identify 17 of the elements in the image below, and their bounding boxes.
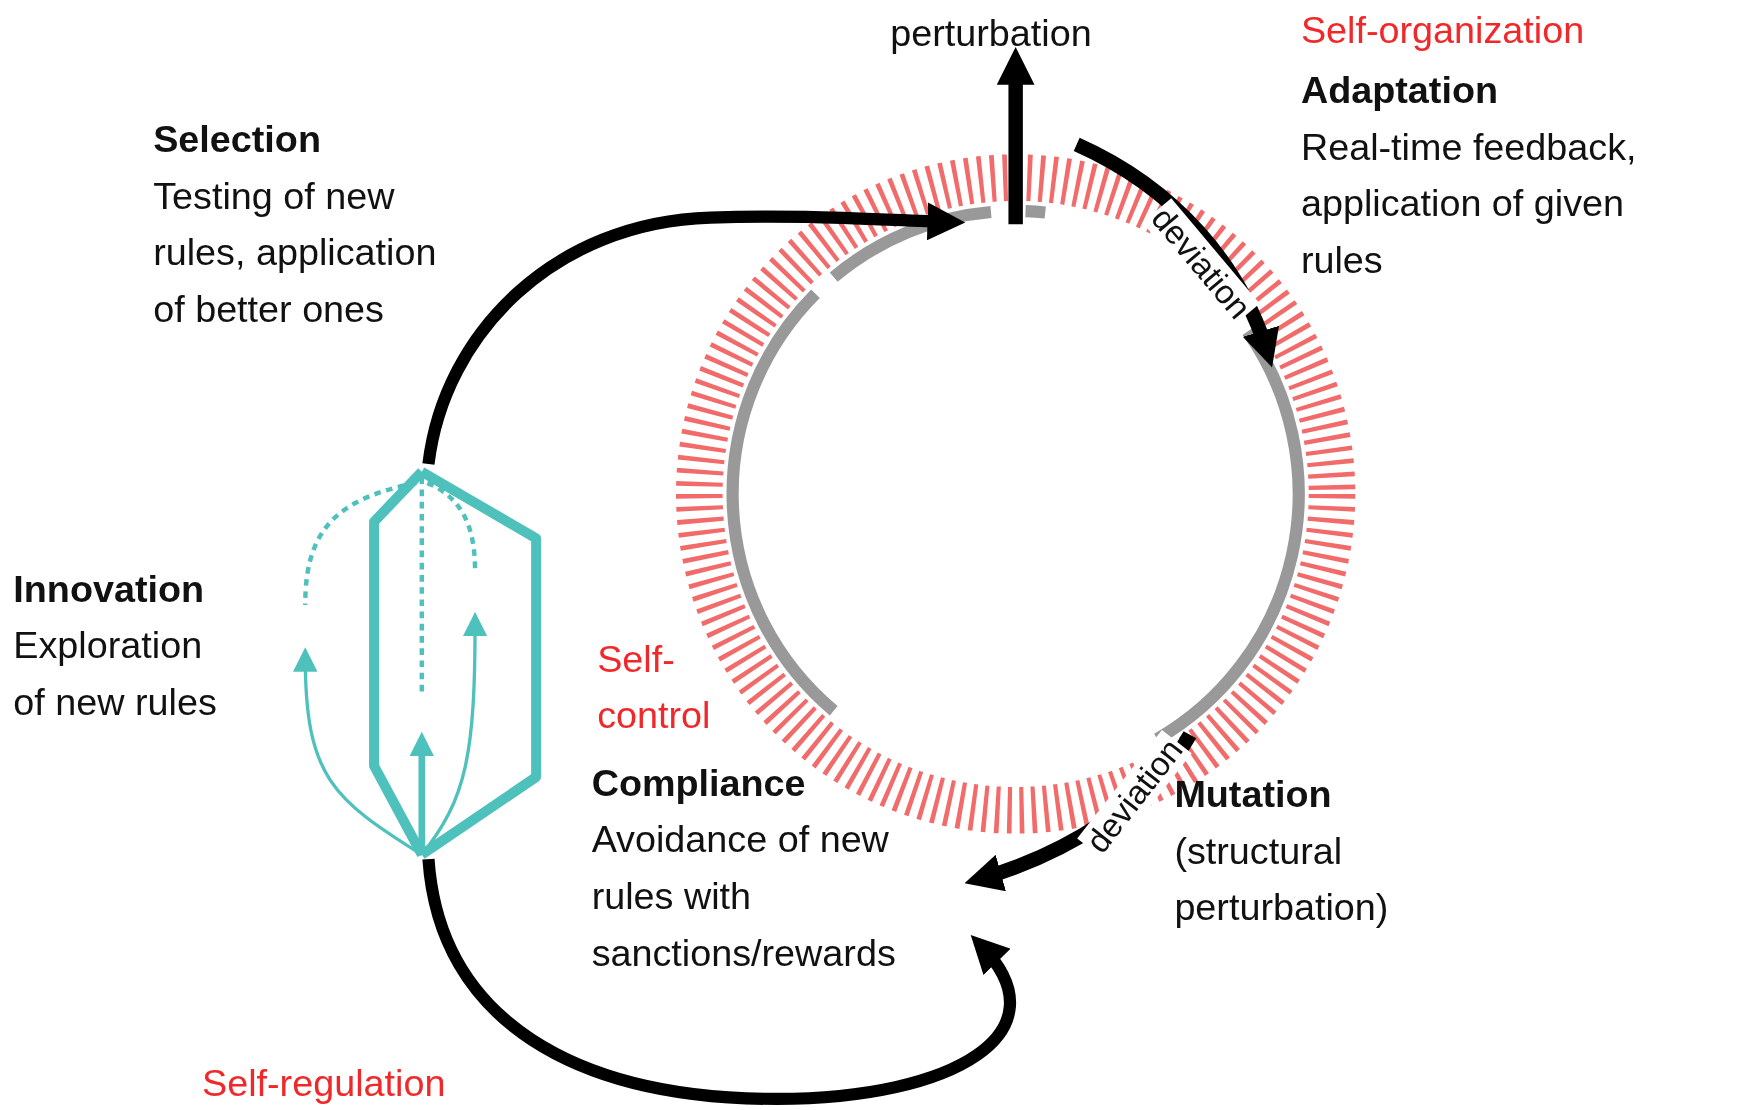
heading: Selection bbox=[153, 116, 322, 162]
arrow bbox=[1073, 137, 1278, 368]
description: Real-time feedback, application of given rules bbox=[1300, 124, 1638, 283]
heading: Compliance bbox=[591, 760, 807, 806]
description: Testing of new rules, application of better ones bbox=[153, 173, 438, 332]
heading: Innovation bbox=[13, 566, 206, 612]
arrow bbox=[996, 47, 1035, 225]
description: Avoidance of new rules with sanctions/rewards bbox=[591, 817, 897, 976]
arrow bbox=[422, 858, 1016, 1105]
annotation-label: Self-control bbox=[597, 636, 712, 738]
branching-fan-drawing bbox=[293, 466, 542, 860]
annotation-label: Self-regulation bbox=[202, 1060, 447, 1106]
annotation-label: Self-organization bbox=[1300, 7, 1586, 54]
arrow bbox=[422, 202, 966, 466]
node-label: perturbation bbox=[890, 10, 1093, 56]
description: Exploration of new rules bbox=[13, 622, 218, 725]
heading: Adaptation bbox=[1300, 67, 1499, 113]
